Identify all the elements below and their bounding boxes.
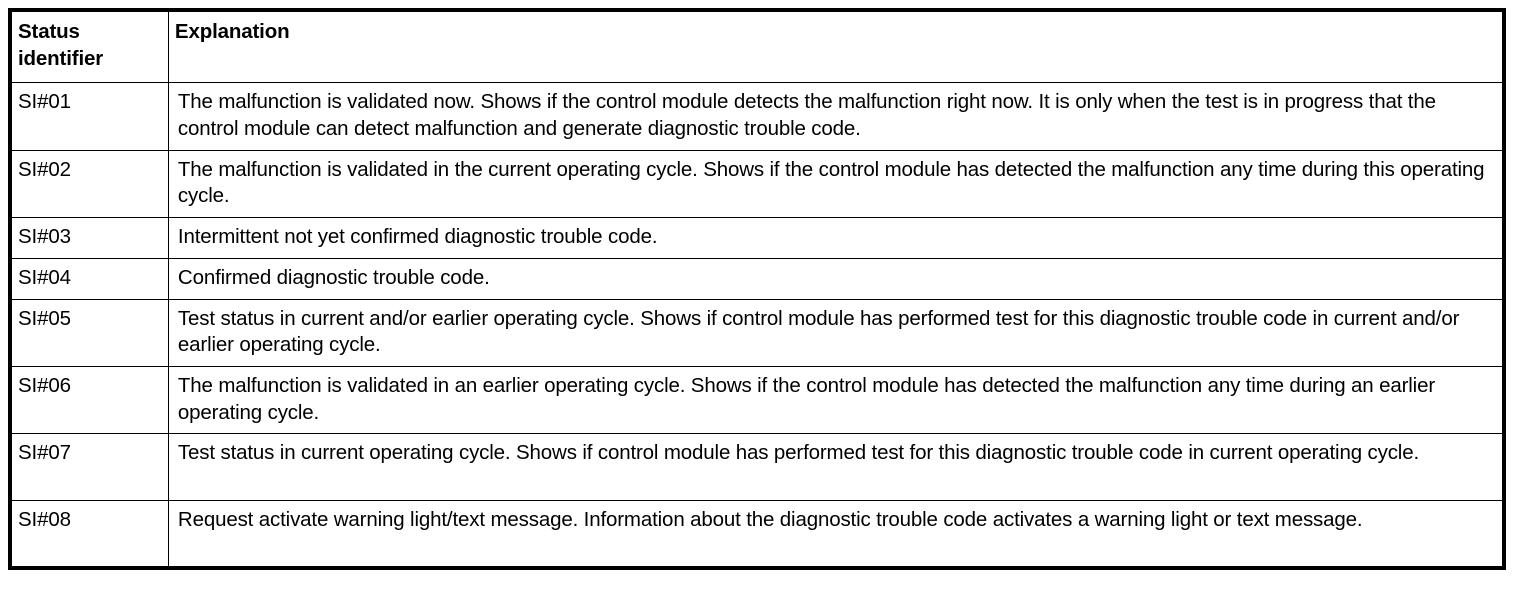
cell-explanation: Test status in current and/or earlier op…	[167, 298, 1505, 368]
cell-status-identifier: SI#05	[9, 298, 169, 368]
status-identifier-table: Status identifier Explanation SI#01 The …	[8, 8, 1506, 570]
table-row: SI#02 The malfunction is validated in th…	[9, 149, 1505, 218]
cell-explanation: Test status in current operating cycle. …	[167, 433, 1505, 502]
table-row: SI#06 The malfunction is validated in an…	[9, 366, 1505, 435]
cell-explanation: Intermittent not yet confirmed diagnosti…	[167, 216, 1505, 259]
table-row: SI#08 Request activate warning light/tex…	[9, 500, 1505, 569]
table-header: Status identifier Explanation	[9, 9, 1505, 84]
table-header-row: Status identifier Explanation	[9, 9, 1505, 84]
column-header-explanation: Explanation	[167, 9, 1505, 84]
table-row: SI#07 Test status in current operating c…	[9, 433, 1505, 502]
cell-status-identifier: SI#04	[9, 257, 169, 300]
cell-status-identifier: SI#03	[9, 216, 169, 259]
column-header-status-identifier: Status identifier	[9, 9, 169, 84]
column-header-status-identifier-line1: Status	[18, 20, 80, 43]
table-body: SI#01 The malfunction is validated now. …	[9, 82, 1505, 569]
table-row: SI#01 The malfunction is validated now. …	[9, 82, 1505, 151]
cell-status-identifier: SI#02	[9, 149, 169, 218]
cell-explanation: The malfunction is validated in an earli…	[167, 366, 1505, 435]
column-header-status-identifier-line2: identifier	[18, 46, 104, 70]
cell-status-identifier: SI#01	[9, 82, 169, 151]
cell-explanation: The malfunction is validated in the curr…	[167, 149, 1505, 218]
table-row: SI#05 Test status in current and/or earl…	[9, 298, 1505, 368]
cell-explanation: The malfunction is validated now. Shows …	[167, 82, 1505, 151]
cell-status-identifier: SI#08	[9, 500, 169, 569]
cell-explanation: Request activate warning light/text mess…	[167, 500, 1505, 569]
cell-status-identifier: SI#06	[9, 366, 169, 435]
cell-explanation: Confirmed diagnostic trouble code.	[167, 257, 1505, 300]
cell-status-identifier: SI#07	[9, 433, 169, 502]
table-row: SI#04 Confirmed diagnostic trouble code.	[9, 257, 1505, 300]
table-row: SI#03 Intermittent not yet confirmed dia…	[9, 216, 1505, 259]
